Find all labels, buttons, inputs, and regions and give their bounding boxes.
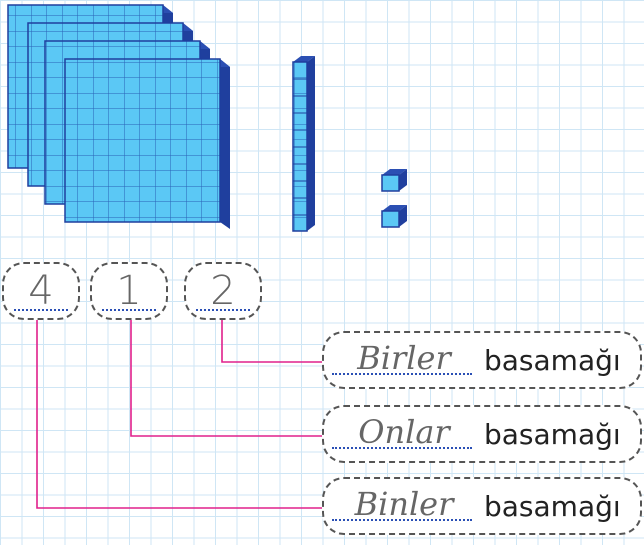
digit-thousands: 4 (4, 268, 78, 314)
connector-ones (222, 320, 322, 362)
answer-thousands: Binler (340, 485, 468, 523)
dotted-line (332, 373, 472, 375)
digit-ones: 2 (186, 268, 260, 314)
suffix-label: basamağı (484, 418, 621, 451)
digit-box-ones: 2 (184, 262, 262, 320)
suffix-label: basamağı (484, 344, 621, 377)
dotted-line (102, 309, 156, 311)
answer-ones: Birler (340, 339, 468, 377)
place-value-box-ones: Birler basamağı (322, 331, 642, 389)
thousands-cubes (8, 5, 230, 229)
digit-box-thousands: 4 (2, 262, 80, 320)
dotted-line (14, 309, 68, 311)
dotted-line (196, 309, 250, 311)
thousand-cube (65, 59, 230, 229)
answer-tens: Onlar (340, 413, 468, 451)
digit-hundreds: 1 (92, 268, 166, 314)
tens-rod (293, 56, 315, 231)
place-value-box-thousands: Binler basamağı (322, 477, 642, 535)
dotted-line (332, 447, 472, 449)
dotted-line (332, 519, 472, 521)
digit-box-hundreds: 1 (90, 262, 168, 320)
unit-cube (382, 169, 407, 191)
unit-cube (382, 205, 407, 227)
place-value-box-tens: Onlar basamağı (322, 405, 642, 463)
connector-thousands (37, 320, 322, 508)
suffix-label: basamağı (484, 490, 621, 523)
connector-tens (131, 320, 322, 436)
